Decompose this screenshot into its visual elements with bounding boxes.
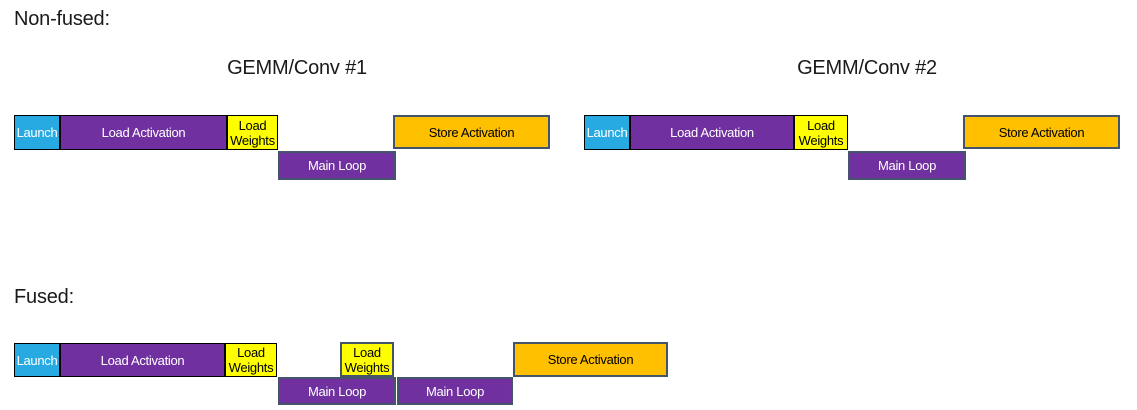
launch-block: Launch: [14, 115, 60, 150]
launch-block: Launch: [14, 343, 60, 377]
launch-block: Launch: [584, 115, 630, 150]
main-loop-block: Main Loop: [397, 377, 513, 405]
main-loop-block: Main Loop: [278, 151, 396, 180]
load-activation-block: Load Activation: [630, 115, 794, 150]
load-weights-block: Load Weights: [227, 115, 278, 150]
store-activation-block: Store Activation: [513, 342, 668, 377]
store-activation-block: Store Activation: [393, 115, 550, 149]
load-weights-block: Load Weights: [225, 343, 277, 377]
fused-section-label: Fused:: [14, 286, 74, 308]
load-activation-block: Load Activation: [60, 343, 225, 377]
non-fused-section-label: Non-fused:: [14, 8, 110, 30]
store-activation-block: Store Activation: [963, 115, 1120, 149]
load-weights-block: Load Weights: [794, 115, 848, 150]
main-loop-block: Main Loop: [848, 151, 966, 180]
gemm-conv-2-heading: GEMM/Conv #2: [797, 57, 937, 79]
gemm-conv-1-heading: GEMM/Conv #1: [227, 57, 367, 79]
load-activation-block: Load Activation: [60, 115, 227, 150]
load-weights-block: Load Weights: [340, 342, 394, 377]
main-loop-block: Main Loop: [278, 377, 396, 405]
